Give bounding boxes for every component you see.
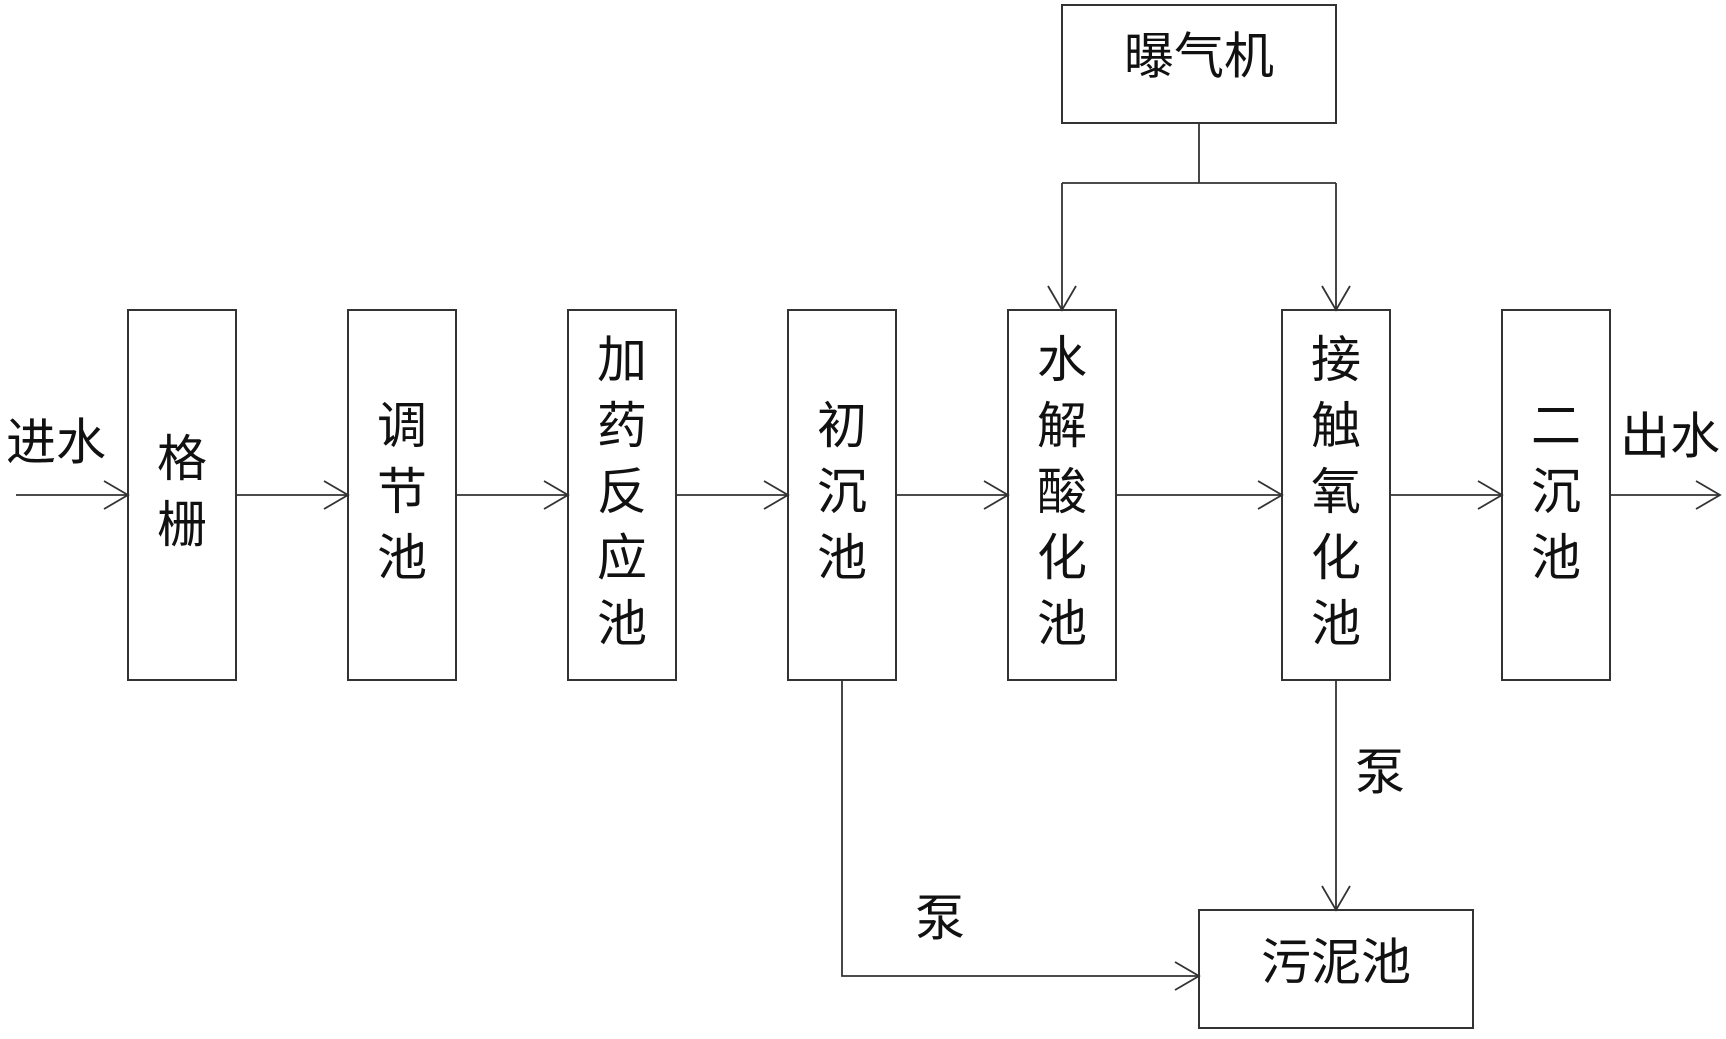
contact-oxidation-label: 接触氧化池: [1311, 331, 1361, 653]
arrow-secondary: [1477, 480, 1504, 510]
regulating-tank-box: [347, 309, 457, 681]
arrow-aeration-oxidation: [1321, 285, 1351, 312]
arrow-inlet: [103, 480, 130, 510]
inlet-label: 进水: [6, 414, 106, 472]
primary-settling-label: 初沉池: [817, 397, 867, 587]
grille-label-text: 格栅: [157, 430, 207, 554]
arrow-hydrolysis: [983, 480, 1010, 510]
sludge-tank-box: [1198, 909, 1474, 1029]
arrow-sludge-oxidation: [1321, 885, 1351, 912]
hydrolysis-acidification-label-text: 水解酸化池: [1037, 331, 1087, 653]
hydrolysis-acidification-box: [1007, 309, 1117, 681]
sludge-line-primary: [841, 680, 1199, 977]
secondary-settling-label-text: 二沉池: [1531, 397, 1581, 587]
arrow-regulating: [323, 480, 350, 510]
grille-box: [127, 309, 237, 681]
arrow-oxidation: [1257, 480, 1284, 510]
sludge-tank-label: 污泥池: [1261, 934, 1411, 992]
regulating-tank-label-text: 调节池: [377, 397, 427, 587]
primary-settling-label-text: 初沉池: [817, 397, 867, 587]
primary-settling-box: [787, 309, 897, 681]
dosing-tank-label: 加药反应池: [597, 331, 647, 653]
arrow-primary: [763, 480, 790, 510]
arrow-outlet: [1695, 480, 1722, 510]
hydrolysis-acidification-label: 水解酸化池: [1037, 331, 1087, 653]
contact-oxidation-label-text: 接触氧化池: [1311, 331, 1361, 653]
dosing-tank-label-text: 加药反应池: [597, 331, 647, 653]
arrow-aeration-hydrolysis: [1047, 285, 1077, 312]
regulating-tank-label: 调节池: [377, 397, 427, 587]
pump-label-primary: 泵: [915, 890, 965, 948]
arrow-dosing: [543, 480, 570, 510]
outlet-label: 出水: [1620, 408, 1720, 466]
aerator-box: [1061, 4, 1337, 124]
pump-label-oxidation: 泵: [1355, 744, 1405, 802]
grille-label: 格栅: [157, 430, 207, 554]
secondary-settling-label: 二沉池: [1531, 397, 1581, 587]
dosing-tank-box: [567, 309, 677, 681]
arrow-sludge-primary: [1174, 961, 1201, 991]
aerator-label: 曝气机: [1124, 28, 1274, 86]
